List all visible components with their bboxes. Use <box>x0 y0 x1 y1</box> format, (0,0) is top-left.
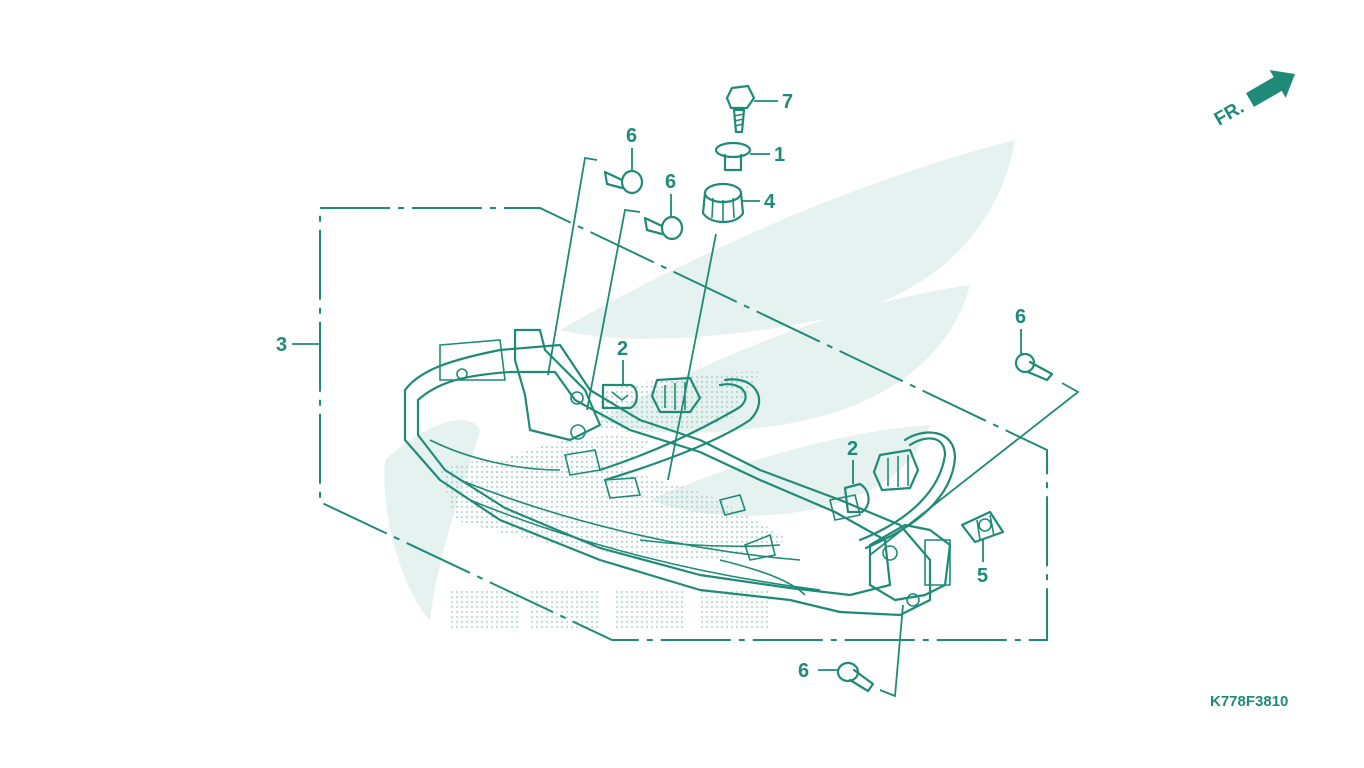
diagram-code: K778F3810 <box>1210 693 1288 710</box>
callout-labels: 7 1 4 6 6 3 2 2 6 5 6 <box>276 91 1026 682</box>
assembly-3-bracket <box>319 207 1048 641</box>
bulb-left <box>601 383 638 410</box>
tapping-screw-a <box>603 169 644 195</box>
tapping-screw-b <box>643 215 684 241</box>
grommet <box>701 182 745 224</box>
tapping-screw-c <box>1014 352 1054 382</box>
callout-2-b: 2 <box>847 438 858 460</box>
collar <box>714 141 752 172</box>
callout-3: 3 <box>276 334 287 356</box>
flange-bolt <box>725 84 756 134</box>
callout-6-c: 6 <box>1015 306 1026 328</box>
bulb-socket-right <box>872 448 920 492</box>
nut-clip <box>960 510 1005 544</box>
callout-1: 1 <box>774 144 785 166</box>
front-label: FR. <box>1211 97 1248 130</box>
leader-lines <box>292 100 1080 698</box>
watermark-text <box>448 590 770 630</box>
front-arrow-icon <box>1246 70 1296 107</box>
callout-2-a: 2 <box>617 338 628 360</box>
bulb-right <box>843 482 870 514</box>
front-direction-indicator: FR. <box>1211 70 1296 130</box>
callout-6-d: 6 <box>798 660 809 682</box>
callout-7: 7 <box>782 91 793 113</box>
callout-4: 4 <box>764 191 776 213</box>
callout-5: 5 <box>977 565 988 587</box>
callout-6-a: 6 <box>626 125 637 147</box>
tapping-screw-d <box>836 661 875 693</box>
callout-6-b: 6 <box>665 171 676 193</box>
